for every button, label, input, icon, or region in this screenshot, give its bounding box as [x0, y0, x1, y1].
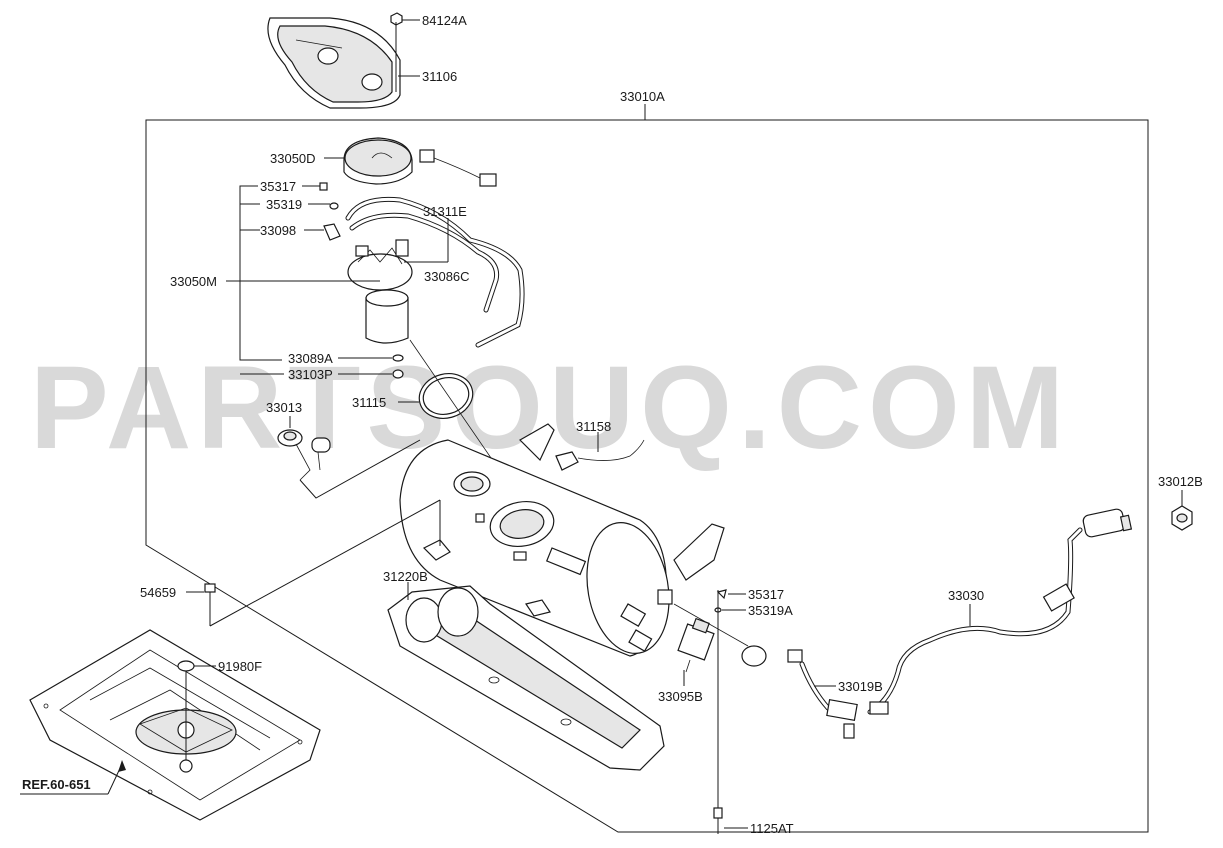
assembly-frame [145, 119, 1149, 833]
lpg-tank [399, 423, 725, 657]
label-33012B: 33012B [1158, 474, 1203, 489]
part-35319 [329, 202, 339, 210]
level-gauge-33013 [277, 429, 331, 481]
gasket-31115 [418, 373, 474, 419]
tank-tray-31220B [387, 585, 665, 771]
part-33098 [323, 223, 341, 241]
label-33089A: 33089A [288, 351, 333, 366]
label-35319A: 35319A [748, 603, 793, 618]
part-35317-right [716, 589, 727, 600]
label-33030: 33030 [948, 588, 984, 603]
label-33086C: 33086C [424, 269, 470, 284]
label-54659: 54659 [140, 585, 176, 600]
fuel-pump-module-33050M [347, 239, 413, 379]
label-35317-top: 35317 [260, 179, 296, 194]
floor-panel-ref [29, 629, 321, 821]
part-35317-top [319, 182, 328, 191]
label-84124A: 84124A [422, 13, 467, 28]
label-33010A: 33010A [620, 89, 665, 104]
label-33050D: 33050D [270, 151, 316, 166]
watermark-text: PARTSOUQ.COM [30, 342, 1070, 474]
label-31220B: 31220B [383, 569, 428, 584]
ref-arrow-icon [118, 760, 126, 772]
label-33050M: 33050M [170, 274, 217, 289]
bracket-31158 [555, 439, 645, 471]
plug-91980F [177, 660, 195, 672]
label-31106: 31106 [422, 69, 457, 84]
label-31311E: 31311E [423, 204, 467, 219]
ref-label[interactable]: REF.60-651 [22, 777, 91, 792]
bolt-54659 [204, 583, 216, 604]
bolt-1125AT [713, 807, 723, 834]
cover-33050D [343, 137, 497, 187]
filler-pipe-33030 [867, 508, 1133, 715]
label-33019B: 33019B [838, 679, 883, 694]
hose-31311E [345, 196, 525, 348]
regulator-hose-33019B [673, 603, 858, 739]
label-91980F: 91980F [218, 659, 262, 674]
label-31158: 31158 [576, 419, 611, 434]
label-33095B: 33095B [658, 689, 703, 704]
label-33103P: 33103P [288, 367, 333, 382]
label-33013: 33013 [266, 400, 302, 415]
valve-33095B [677, 617, 715, 673]
bolt-84124A [390, 12, 403, 92]
cover-plate-31106 [267, 17, 401, 109]
label-1125AT: 1125AT [750, 821, 794, 836]
label-35319: 35319 [266, 197, 302, 212]
label-31115: 31115 [352, 395, 386, 410]
label-35317-right: 35317 [748, 587, 784, 602]
label-33098: 33098 [260, 223, 296, 238]
nut-33012B [1171, 505, 1193, 531]
